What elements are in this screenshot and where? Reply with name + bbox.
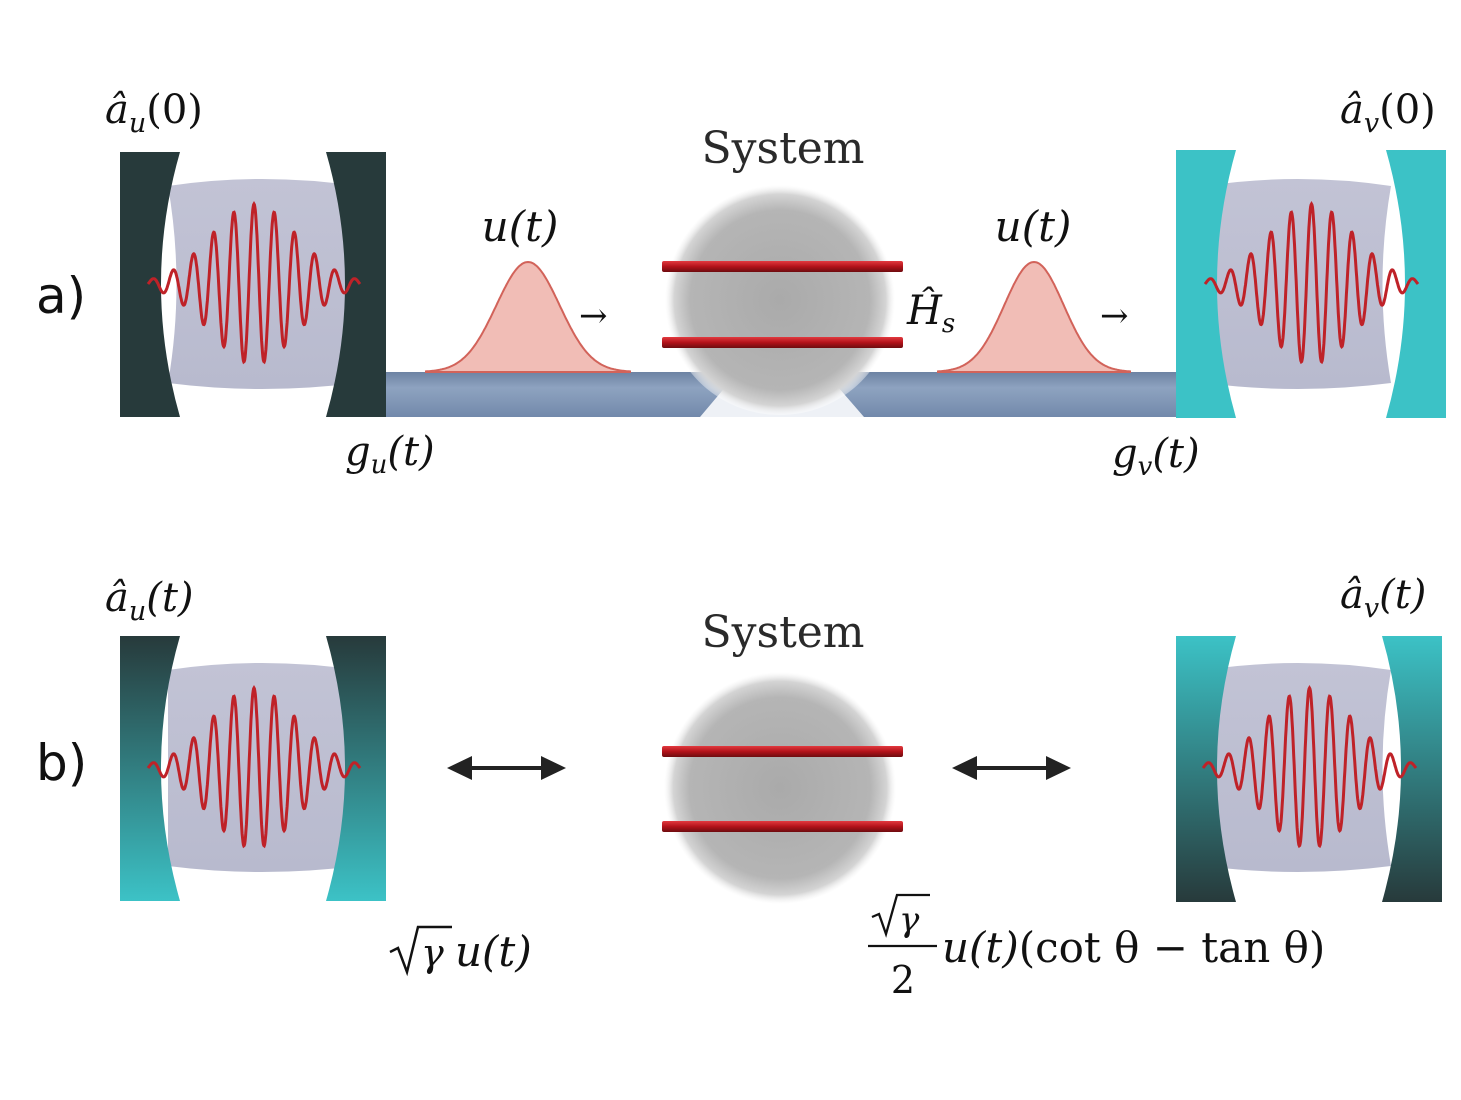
double-arrow-right	[952, 756, 1071, 780]
right-cavity-b	[1176, 636, 1442, 902]
system-label-b: System	[701, 607, 864, 658]
system-sphere-b	[664, 672, 896, 904]
pulse-label-left: u(t)	[482, 202, 559, 251]
left-cavity-mirror-outer	[120, 152, 180, 417]
left-cavity-mirror-inner	[326, 152, 386, 417]
svg-text:γ: γ	[421, 931, 444, 975]
svg-text:2: 2	[891, 958, 915, 1002]
left-cavity-wave	[146, 200, 362, 365]
mode-label-av-0: âv(0)	[1340, 87, 1436, 139]
mode-label-av-t: âv(t)	[1340, 572, 1426, 624]
energy-level-upper	[662, 261, 903, 272]
system-a: System	[662, 123, 903, 415]
right-cavity-b-mirror-inner	[1176, 636, 1236, 902]
right-cavity-mirror-outer	[1386, 150, 1446, 418]
mode-label-au-0: âu(0)	[105, 87, 203, 139]
propagation-arrow-right: →	[1100, 296, 1129, 336]
pulse-right	[937, 260, 1131, 373]
svg-text:u(t)(cot θ − tan θ): u(t)(cot θ − tan θ)	[942, 923, 1325, 972]
pulse-label-right: u(t)	[995, 202, 1072, 251]
panel-b-label: b)	[36, 734, 87, 792]
coupling-label-left-b: γ u(t)	[389, 925, 532, 977]
svg-text:u(t): u(t)	[455, 927, 532, 976]
coupling-label-right-b: γ 2 u(t)(cot θ − tan θ)	[868, 893, 1325, 1002]
panel-a-label: a)	[36, 267, 86, 325]
coupling-label-gu: gu(t)	[345, 429, 435, 480]
hamiltonian-label: Ĥs	[906, 287, 955, 339]
system-sphere	[665, 185, 895, 415]
right-cavity	[1176, 150, 1446, 418]
right-cavity-b-wave	[1201, 684, 1418, 849]
system-label: System	[701, 123, 864, 174]
right-cavity-wave	[1203, 200, 1420, 365]
energy-level-lower	[662, 337, 903, 348]
left-cavity	[120, 152, 386, 417]
panel-a: a) → → System	[36, 87, 1446, 482]
coupling-label-gv: gv(t)	[1112, 431, 1200, 482]
right-cavity-b-mirror-outer	[1382, 636, 1442, 902]
pulse-left	[425, 260, 631, 373]
left-cavity-b-mirror-inner	[326, 636, 386, 901]
left-cavity-b-wave	[146, 684, 362, 849]
left-cavity-b	[120, 636, 386, 901]
left-cavity-b-mirror-outer	[120, 636, 180, 901]
svg-text:γ: γ	[899, 900, 920, 940]
propagation-arrow-left: →	[579, 296, 608, 336]
system-b: System	[662, 607, 903, 904]
mode-label-au-t: âu(t)	[105, 575, 194, 627]
panel-b: b) Sys	[36, 572, 1442, 1002]
energy-level-upper-b	[662, 746, 903, 757]
energy-level-lower-b	[662, 821, 903, 832]
double-arrow-left	[447, 756, 566, 780]
